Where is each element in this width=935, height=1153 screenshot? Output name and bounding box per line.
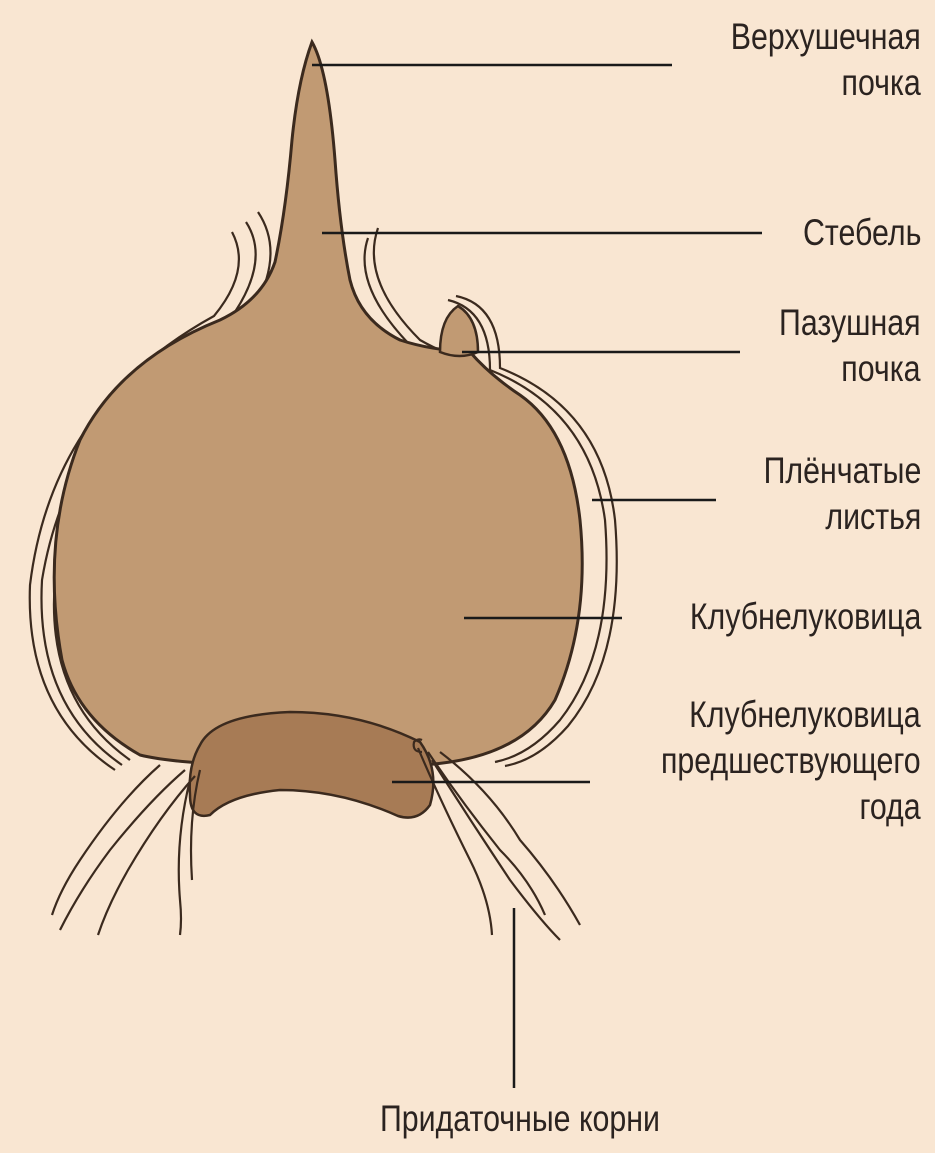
- label-corm: Клубнелуковица: [689, 594, 921, 640]
- label-axillary-bud-line2: почка: [780, 346, 921, 392]
- label-scale-leaves: Плёнчатые листья: [763, 448, 921, 540]
- label-axillary-bud-line1: Пазушная: [780, 300, 921, 346]
- label-previous-corm-line1: Клубнелуковица: [661, 692, 921, 738]
- label-stem: Стебель: [803, 210, 921, 256]
- label-previous-corm: Клубнелуковица предшествующего года: [661, 692, 921, 830]
- label-previous-corm-line2: предшествующего: [661, 738, 921, 784]
- label-apical-bud: Верхушечная почка: [731, 14, 921, 106]
- label-roots-line1: Придаточные корни: [282, 1096, 758, 1142]
- corm-body: [54, 42, 582, 766]
- label-apical-bud-line1: Верхушечная: [731, 14, 921, 60]
- label-apical-bud-line2: почка: [731, 60, 921, 106]
- label-roots: Придаточные корни: [282, 1096, 758, 1142]
- label-corm-line1: Клубнелуковица: [689, 594, 921, 640]
- label-scale-leaves-line2: листья: [763, 494, 921, 540]
- label-stem-line1: Стебель: [803, 210, 921, 256]
- label-scale-leaves-line1: Плёнчатые: [763, 448, 921, 494]
- label-previous-corm-line3: года: [661, 784, 921, 830]
- label-axillary-bud: Пазушная почка: [780, 300, 921, 392]
